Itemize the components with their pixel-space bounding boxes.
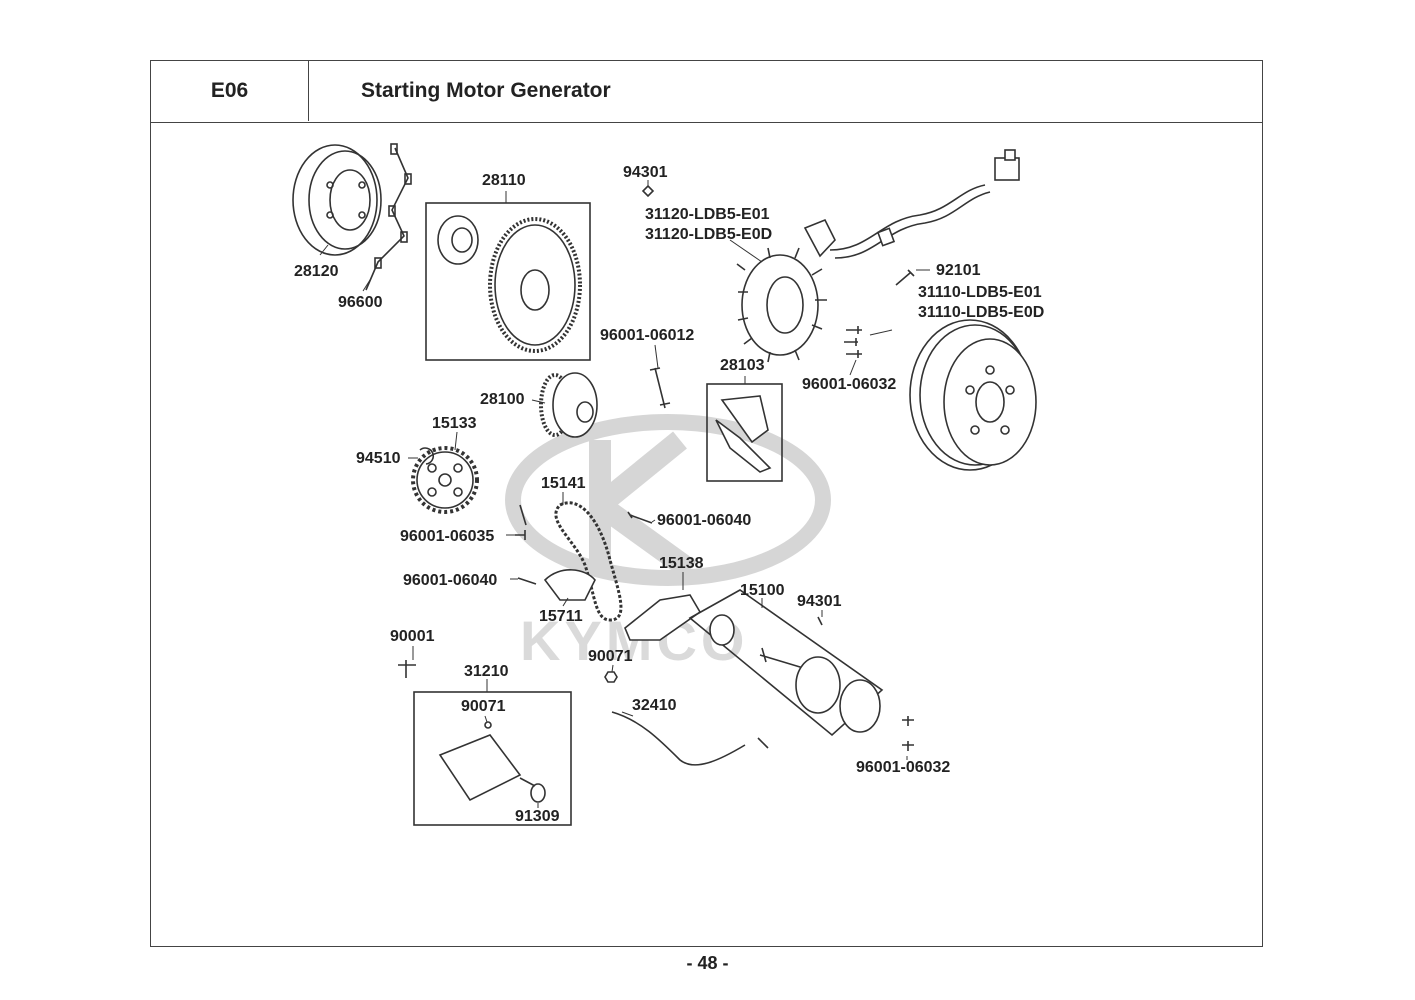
callout-31210: 31210	[464, 663, 509, 680]
page-frame: E06 Starting Motor Generator	[150, 60, 1263, 947]
callout-28110: 28110	[482, 172, 526, 189]
part-92101-drawing	[895, 269, 915, 286]
page-title: Starting Motor Generator	[361, 79, 611, 102]
callout-15141: 15141	[541, 475, 586, 492]
callout-92101: 92101	[936, 262, 981, 279]
callout-96001-06012: 96001-06012	[600, 327, 695, 344]
callout-15100: 15100	[740, 582, 785, 599]
part-94510-drawing	[419, 447, 435, 465]
part-32410-drawing	[611, 711, 746, 766]
callout-28120: 28120	[294, 263, 339, 280]
part-96001-06040-upper-drawing	[627, 511, 653, 524]
part-31210-box	[413, 691, 572, 826]
part-96600-drawing	[365, 143, 412, 291]
part-15711-drawing	[543, 569, 596, 601]
callout-96600: 96600	[338, 294, 383, 311]
callout-96001-06032-upper: 96001-06032	[802, 376, 897, 393]
callout-32410: 32410	[632, 697, 677, 714]
part-31120-stator-drawing	[736, 149, 1020, 363]
callout-94510: 94510	[356, 450, 401, 467]
callout-91309: 91309	[515, 808, 560, 825]
part-96001-06040-lower-drawing	[517, 577, 537, 585]
part-15141-drawing	[554, 501, 623, 622]
part-15100-drawing	[709, 614, 881, 733]
callout-96001-06040-lower: 96001-06040	[403, 572, 498, 589]
callout-96001-06032-lower: 96001-06032	[856, 759, 951, 776]
part-28120-drawing	[292, 144, 382, 256]
callout-90071-lower: 90071	[461, 698, 506, 715]
part-31210-drawing	[438, 721, 546, 803]
part-96001-06012-drawing	[649, 367, 671, 409]
part-32410-clip	[757, 737, 769, 749]
part-94301-right-drawing	[817, 616, 823, 626]
callout-28100: 28100	[480, 391, 525, 408]
part-28110-drawing	[437, 215, 582, 353]
part-28103-drawing	[715, 395, 772, 473]
callout-31110-e01: 31110-LDB5-E01	[918, 284, 1042, 301]
page-number: - 48 -	[686, 953, 729, 973]
part-28100-drawing	[539, 372, 598, 438]
header-row: E06 Starting Motor Generator	[151, 61, 1262, 123]
part-94301-top-drawing	[641, 184, 655, 198]
callout-31120-e0d: 31120-LDB5-E0D	[645, 226, 773, 243]
part-15100-box	[688, 589, 884, 737]
part-90071-drawing	[604, 671, 618, 683]
callout-94301-top: 94301	[623, 164, 668, 181]
callout-15138: 15138	[659, 555, 704, 572]
part-96001-06035-drawing	[515, 504, 527, 540]
callout-28103: 28103	[720, 357, 765, 374]
part-90001-drawing	[398, 660, 416, 678]
callout-96001-06040-upper: 96001-06040	[657, 512, 752, 529]
callout-31120-e01: 31120-LDB5-E01	[645, 206, 770, 223]
callout-90071-upper: 90071	[588, 648, 633, 665]
callout-90001: 90001	[390, 628, 435, 645]
callout-15711: 15711	[539, 608, 583, 625]
callout-15133: 15133	[432, 415, 477, 432]
part-96001-06032-upper-drawing	[844, 326, 862, 358]
section-code: E06	[151, 61, 309, 121]
part-28110-box	[425, 202, 591, 361]
callout-94301-right: 94301	[797, 593, 842, 610]
callout-96001-06035: 96001-06035	[400, 528, 495, 545]
part-96001-06032-lower-drawing	[902, 716, 914, 751]
part-31110-rotor-drawing	[909, 319, 1037, 471]
part-15133-drawing	[411, 446, 479, 514]
callout-31110-e0d: 31110-LDB5-E0D	[918, 304, 1045, 321]
